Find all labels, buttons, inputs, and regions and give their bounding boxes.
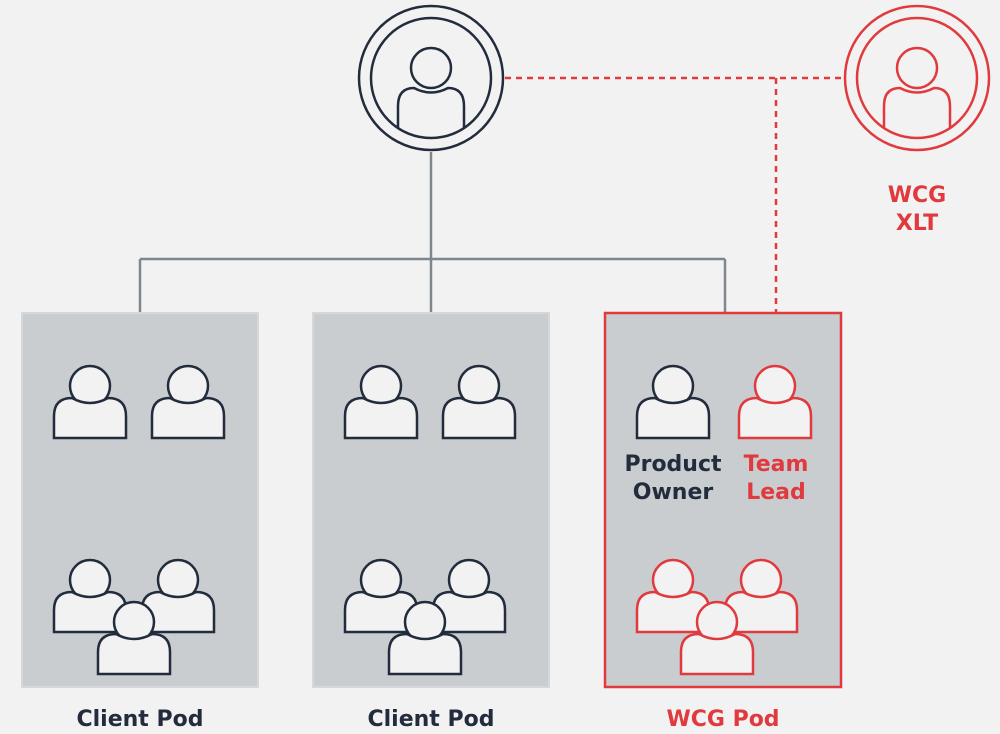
team-lead-line2: Lead <box>746 480 806 505</box>
pod-label-wcg: WCG Pod <box>666 707 780 732</box>
product-owner-line1: Product <box>624 452 722 477</box>
team-lead-line1: Team <box>743 452 809 477</box>
dotted-reporting-line <box>505 76 845 345</box>
connector-lines <box>138 152 727 313</box>
leader-user-circle-icon <box>357 4 505 152</box>
xlt-label-line1: WCG <box>887 183 947 208</box>
product-owner-label: Product Owner <box>613 451 733 507</box>
xlt-user-circle-icon <box>843 4 991 152</box>
pod-label-client-1: Client Pod <box>76 707 204 732</box>
pod-label-client-2: Client Pod <box>367 707 495 732</box>
product-owner-line2: Owner <box>632 480 714 505</box>
xlt-label: WCG XLT <box>867 182 967 238</box>
team-lead-label: Team Lead <box>730 451 822 507</box>
xlt-label-line2: XLT <box>895 211 939 236</box>
